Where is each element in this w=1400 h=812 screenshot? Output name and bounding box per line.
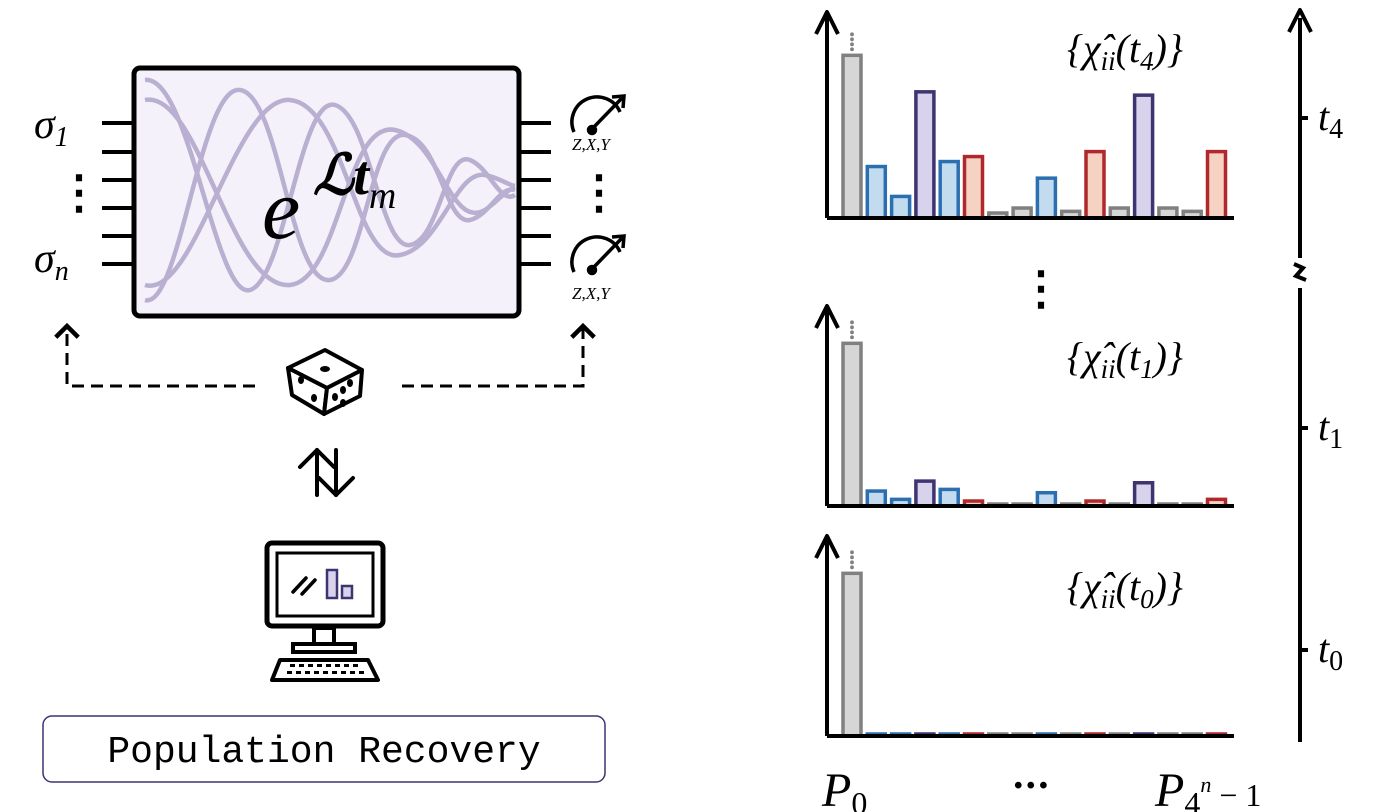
tick-label-t1: t1 (1318, 404, 1343, 455)
bar-0-overflow-dot (850, 42, 854, 47)
bar-5 (962, 154, 985, 220)
time-axis-arrowhead (1287, 8, 1313, 33)
time-axis: t4 t1 t0 (1287, 8, 1343, 742)
up-down-arrows-icon (298, 448, 355, 497)
bar-4 (938, 159, 960, 220)
bar-15 (1205, 149, 1228, 220)
chart-label-t1: {χ̂ii(t1)} (1067, 334, 1183, 384)
output-wires (519, 121, 551, 266)
input-wires (102, 121, 134, 266)
tick-label-t0: t0 (1318, 626, 1343, 677)
y-axis-arrowhead (814, 10, 840, 35)
operator-exp-main: ℒt (313, 145, 370, 207)
bar-0-overflow-dot (850, 335, 854, 340)
bar-3 (914, 90, 936, 220)
bar-0-overflow-dot (850, 320, 854, 325)
bar-12 (1132, 93, 1155, 220)
bar-1 (865, 164, 888, 220)
computer-icon (264, 540, 386, 682)
bar-0-overflow-dot (850, 37, 854, 42)
meter-label-top: Z,X,Y (572, 135, 611, 154)
chart-label-t0: {χ̂ii(t0)} (1067, 564, 1183, 614)
meter-icon-top (570, 94, 626, 136)
population-recovery-label: Population Recovery (107, 731, 540, 774)
bar-0-overflow-dot (850, 565, 854, 570)
charts: {χ̂ii(t4)} {χ̂ii(t1)} {χ̂ii(t0)} ⋮ P0 ··… (814, 10, 1261, 812)
meter-icon-bottom (570, 234, 626, 276)
operator-exponent: ℒtm (313, 145, 396, 217)
dashed-control-lines (54, 322, 596, 388)
dice-icon (286, 348, 364, 416)
bar-0-overflow-dot (850, 560, 854, 565)
bar-0-overflow-dot (850, 555, 854, 560)
input-sigma-1: σ1 (34, 102, 69, 153)
circuit: e ℒtm σ1 ⋮ σn Z,X,Y ⋮ Z,X,Y (34, 65, 626, 783)
population-recovery-box (42, 715, 606, 783)
bar-0-overflow-dot (850, 550, 854, 555)
y-axis-arrowhead (814, 534, 840, 559)
chart-t4 (814, 10, 1234, 220)
input-vdots: ⋮ (56, 165, 102, 219)
bar-0-overflow-dot (850, 325, 854, 330)
bar-0-overflow-dot (850, 330, 854, 335)
chart-label-t4: {χ̂ii(t4)} (1067, 26, 1183, 76)
bar-10 (1084, 149, 1106, 220)
operator-exp-sub: m (369, 175, 396, 217)
bar-8 (1035, 176, 1058, 220)
input-sigma-n: σn (34, 236, 69, 287)
bar-2 (889, 194, 912, 220)
y-axis-arrowhead (814, 304, 840, 329)
bar-12 (1132, 481, 1155, 508)
tick-label-t4: t4 (1318, 94, 1343, 145)
axis-break-mark (1292, 262, 1307, 282)
bar-1 (865, 489, 888, 508)
output-vdots: ⋮ (576, 165, 622, 219)
x-label-middle: ··· (1012, 765, 1050, 807)
evolution-box (131, 65, 522, 319)
x-label-plast: P4n − 1 (1154, 764, 1261, 812)
bar-0-overflow-dot (850, 47, 854, 52)
bar-3 (914, 479, 936, 508)
bar-4 (938, 487, 960, 508)
decay-waves (144, 77, 517, 303)
x-label-p0: P0 (821, 764, 867, 812)
bar-0-overflow-dot (850, 32, 854, 37)
bar-0 (841, 571, 863, 738)
operator-base: e (262, 161, 300, 257)
bar-0 (841, 53, 863, 220)
meter-label-bottom: Z,X,Y (572, 284, 611, 303)
vdots-between-charts: ⋮ (1018, 261, 1064, 315)
chart-t0 (814, 534, 1234, 738)
chart-t1 (814, 304, 1234, 508)
bar-0 (841, 341, 863, 508)
